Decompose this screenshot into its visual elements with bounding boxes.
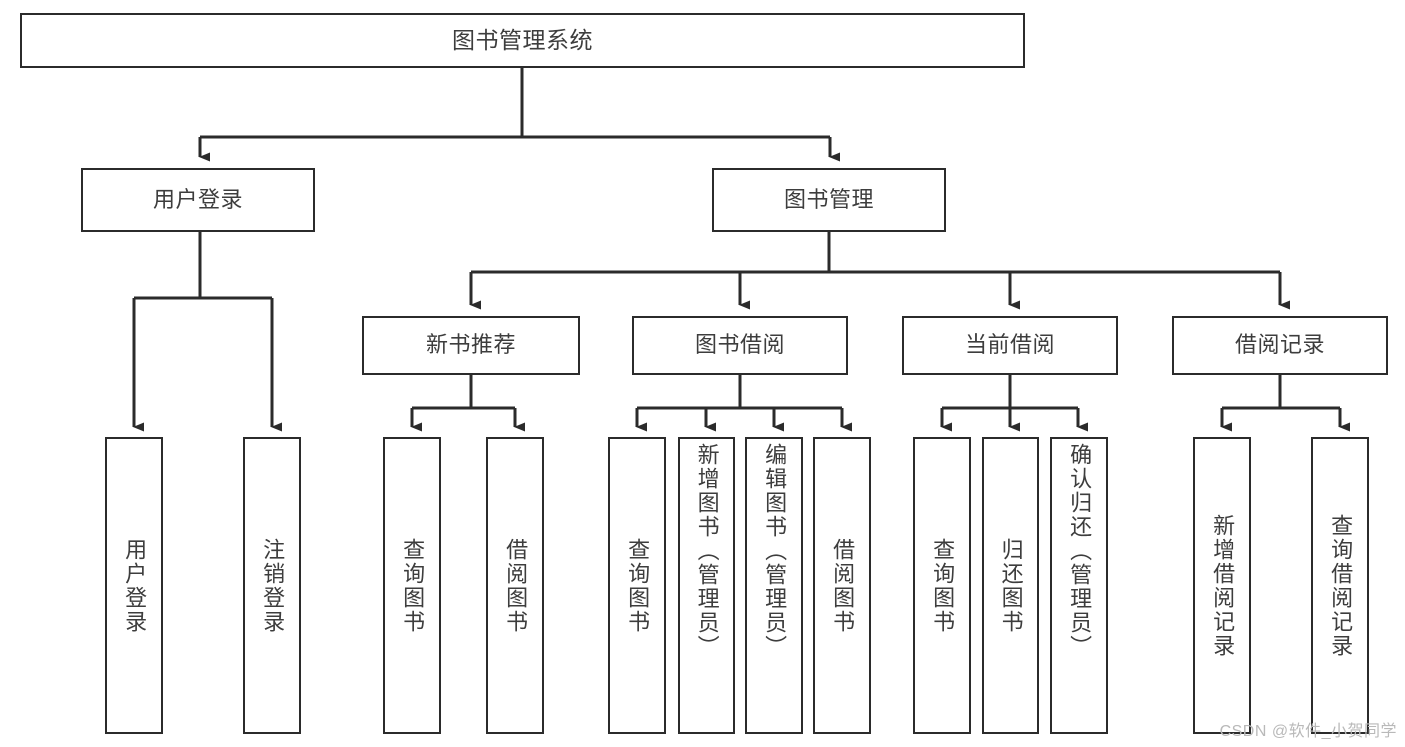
node-label: 借阅记录 xyxy=(1234,332,1325,358)
node-label: 新增图书（管理员） xyxy=(694,443,720,659)
node-label: 图书管理系统 xyxy=(452,26,593,53)
node-label: 当前借阅 xyxy=(964,332,1055,358)
node-label: 查询借阅记录 xyxy=(1328,513,1354,658)
node-new-book-recommend[interactable]: 新书推荐 xyxy=(362,316,580,375)
node-label: 注销登录 xyxy=(260,537,286,634)
node-label: 新增借阅记录 xyxy=(1210,513,1236,658)
node-current-borrow[interactable]: 当前借阅 xyxy=(902,316,1118,375)
leaf-return-book[interactable]: 归还图书 xyxy=(982,437,1039,734)
node-label: 查询图书 xyxy=(930,537,956,634)
node-label: 图书管理 xyxy=(783,186,874,212)
leaf-confirm-return-admin[interactable]: 确认归还（管理员） xyxy=(1050,437,1108,734)
node-label: 用户登录 xyxy=(152,186,243,212)
node-label: 查询图书 xyxy=(625,537,651,634)
leaf-query-book-borrow[interactable]: 查询图书 xyxy=(608,437,666,734)
node-label: 新书推荐 xyxy=(425,332,516,358)
leaf-user-login[interactable]: 用户登录 xyxy=(105,437,163,734)
leaf-add-borrow-record[interactable]: 新增借阅记录 xyxy=(1193,437,1251,734)
leaf-user-logout[interactable]: 注销登录 xyxy=(243,437,301,734)
node-user-login[interactable]: 用户登录 xyxy=(81,168,315,232)
node-label: 确认归还（管理员） xyxy=(1067,443,1093,659)
node-label: 归还图书 xyxy=(998,537,1024,634)
node-label: 借阅图书 xyxy=(830,537,856,634)
node-label: 查询图书 xyxy=(400,537,426,634)
leaf-query-book-current[interactable]: 查询图书 xyxy=(913,437,971,734)
leaf-borrow-book[interactable]: 借阅图书 xyxy=(813,437,871,734)
leaf-borrow-book-recommend[interactable]: 借阅图书 xyxy=(486,437,544,734)
node-borrow-record[interactable]: 借阅记录 xyxy=(1172,316,1388,375)
leaf-edit-book-admin[interactable]: 编辑图书（管理员） xyxy=(745,437,803,734)
leaf-query-borrow-record[interactable]: 查询借阅记录 xyxy=(1311,437,1369,734)
node-book-management[interactable]: 图书管理 xyxy=(712,168,946,232)
leaf-query-book-recommend[interactable]: 查询图书 xyxy=(383,437,441,734)
node-book-borrow[interactable]: 图书借阅 xyxy=(632,316,848,375)
watermark: CSDN @软件_小贺同学 xyxy=(1219,723,1397,740)
node-label: 借阅图书 xyxy=(503,537,529,634)
node-label: 编辑图书（管理员） xyxy=(762,443,788,659)
node-label: 图书借阅 xyxy=(694,332,785,358)
leaf-add-book-admin[interactable]: 新增图书（管理员） xyxy=(678,437,735,734)
node-label: 用户登录 xyxy=(122,537,148,634)
node-root-book-management-system[interactable]: 图书管理系统 xyxy=(20,13,1025,68)
